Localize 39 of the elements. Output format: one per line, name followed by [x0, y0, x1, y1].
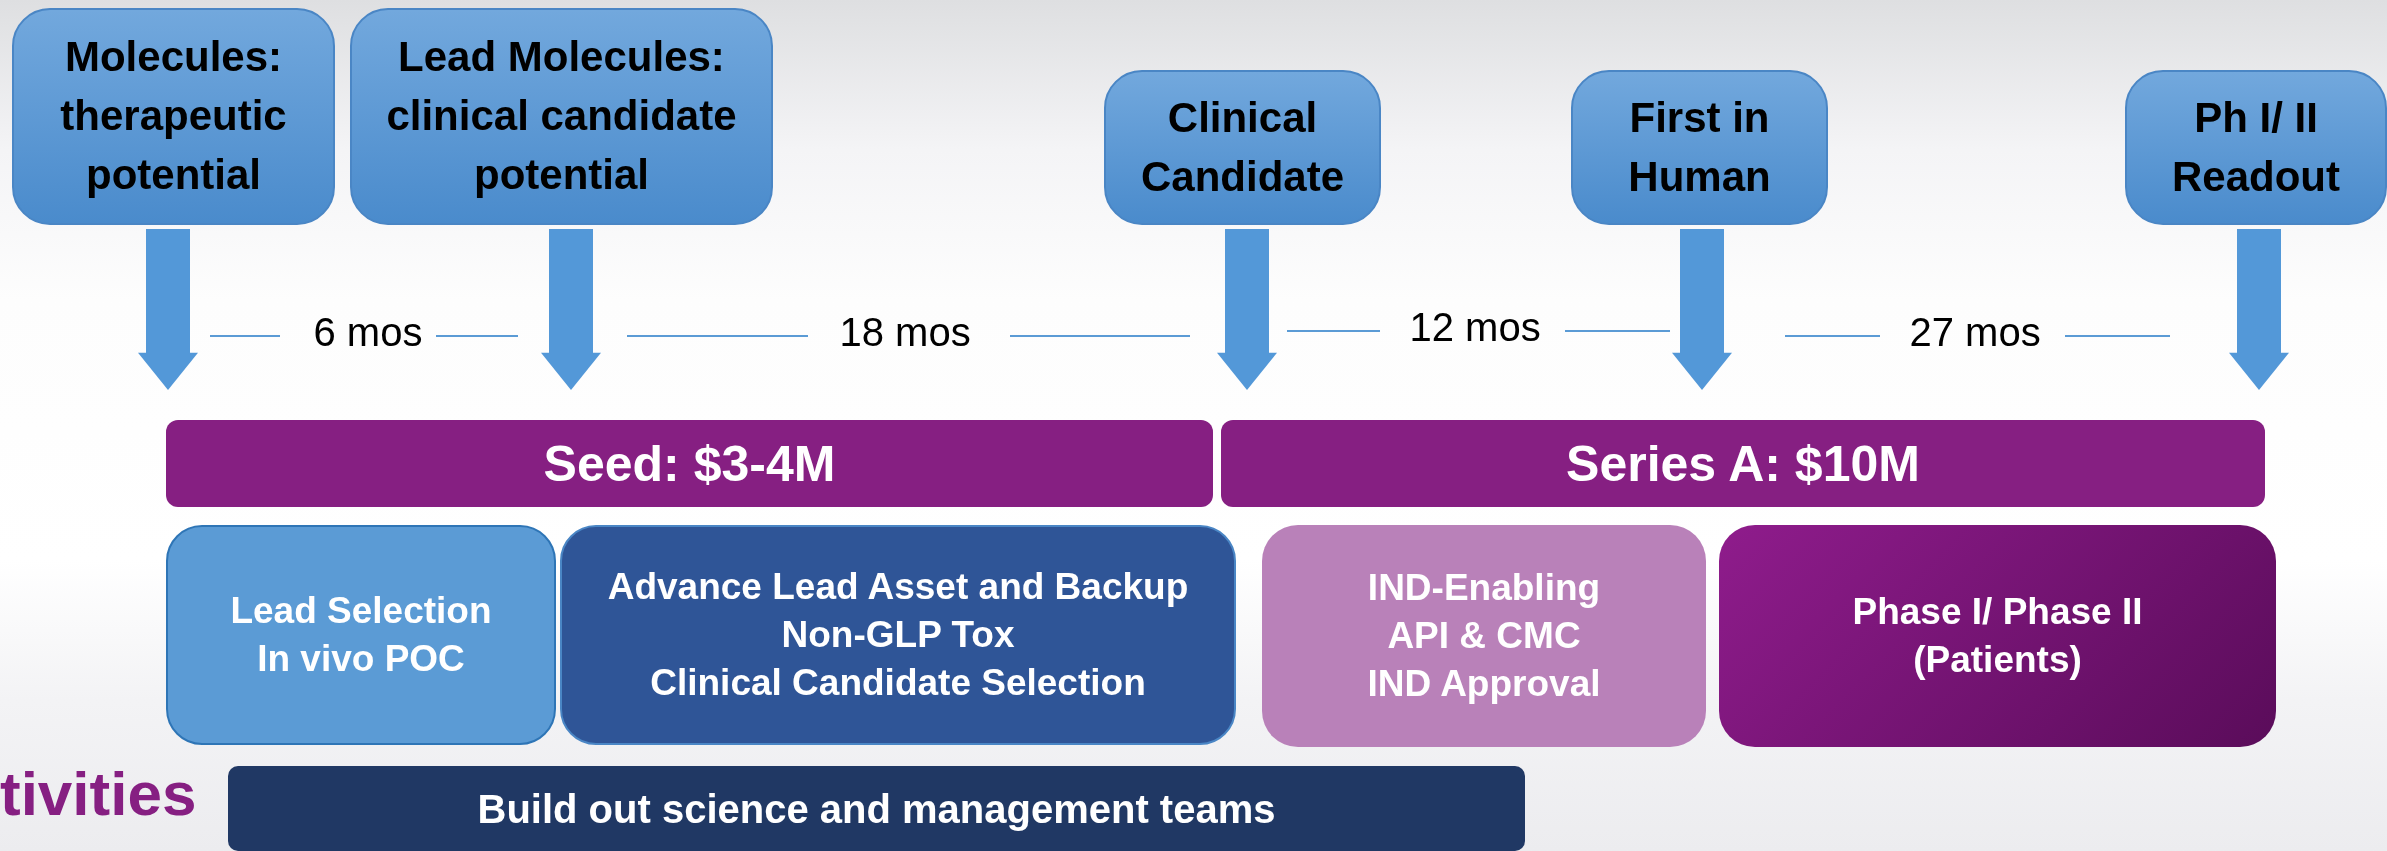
milestone-box: [12, 8, 335, 225]
milestone-box: [2125, 70, 2387, 225]
milestone-label: Clinical Candidate: [1140, 92, 1345, 202]
activity-label: In vivo POC: [257, 637, 465, 681]
section-heading: tivities: [0, 758, 197, 829]
activity-box: [560, 525, 1236, 745]
funding-bar: [166, 420, 1213, 507]
down-arrow: [138, 229, 198, 390]
duration-label: 18 mos: [839, 310, 971, 355]
down-arrow: [2229, 229, 2289, 390]
milestone-label: Lead Molecules: clinical candidate potential: [385, 32, 738, 200]
duration-label: 6 mos: [313, 310, 423, 355]
down-arrow: [541, 229, 601, 390]
milestone-label: First in Human: [1627, 92, 1772, 202]
activity-box: [1719, 525, 2276, 747]
activity-label: Build out science and management teams: [477, 785, 1276, 833]
activity-label: IND Approval: [1367, 662, 1601, 707]
funding-label: Series A: $10M: [1566, 434, 1920, 494]
funding-label: Seed: $3-4M: [543, 434, 836, 494]
down-arrow: [1672, 229, 1732, 390]
funding-bar: [1221, 420, 2265, 507]
activity-box: [166, 525, 556, 745]
activity-label: API & CMC: [1387, 613, 1581, 658]
activity-label: Non-GLP Tox: [781, 612, 1015, 657]
milestone-box: [1571, 70, 1828, 225]
activity-label: Clinical Candidate Selection: [650, 661, 1146, 706]
milestone-label: Molecules: therapeutic potential: [59, 32, 288, 200]
milestone-box: [1104, 70, 1381, 225]
activity-label: Advance Lead Asset and Backup: [607, 564, 1189, 609]
activity-box: [1262, 525, 1706, 747]
down-arrow: [1217, 229, 1277, 390]
milestone-box: [350, 8, 773, 225]
milestone-label: Ph I/ II Readout: [2171, 92, 2341, 202]
activity-bar: [228, 766, 1525, 851]
activity-label: Phase I/ Phase II (Patients): [1851, 589, 2144, 682]
activity-label: Lead Selection: [230, 588, 492, 633]
duration-label: 27 mos: [1909, 310, 2041, 355]
duration-label: 12 mos: [1409, 305, 1541, 350]
activity-label: IND-Enabling: [1367, 565, 1601, 610]
